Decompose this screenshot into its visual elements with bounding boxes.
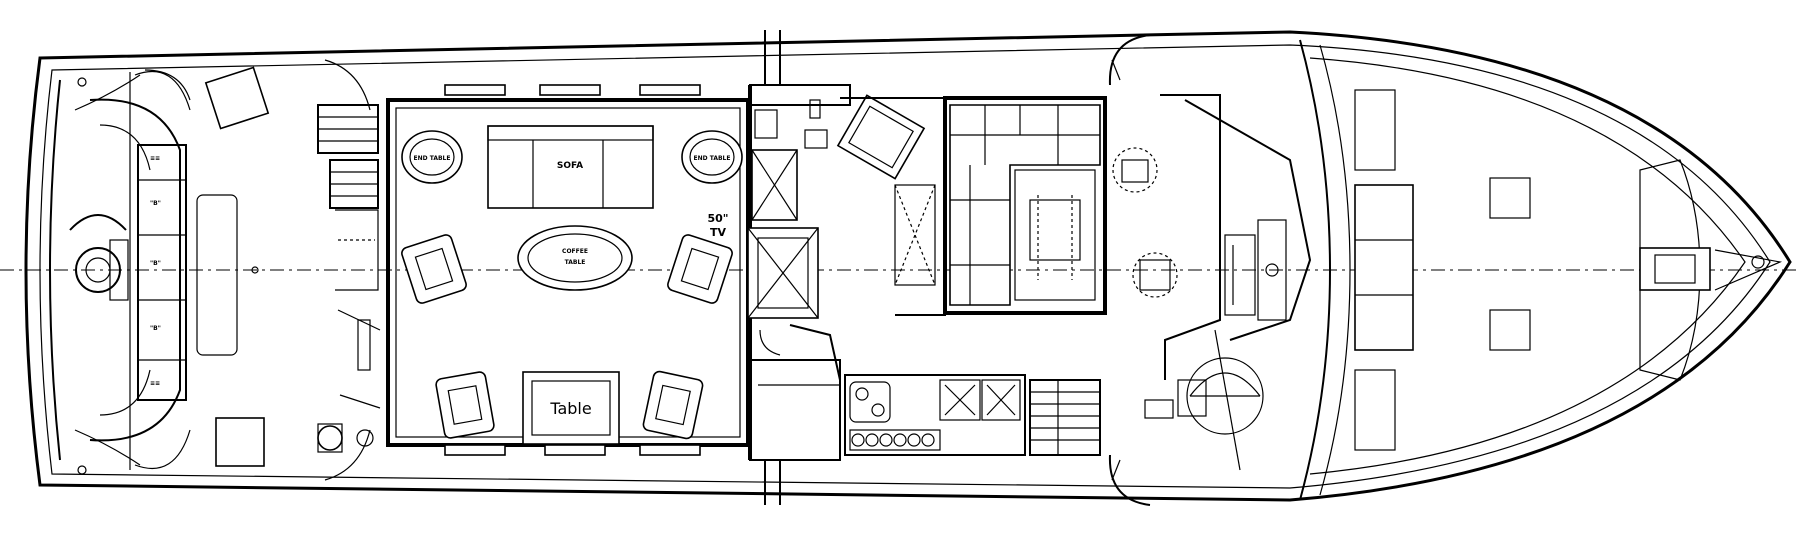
armchair-left-top [401, 234, 467, 304]
armchair-left-bottom [435, 371, 495, 439]
table: Table [522, 371, 620, 445]
helm-chair-2 [1132, 252, 1178, 298]
coffee-table: COFFEE TABLE [517, 225, 633, 291]
end-table-left-label: END TABLE [414, 155, 451, 162]
stern-area: ≡≡ "B" "B" "B" ≡≡ [49, 66, 270, 475]
tv-label: TV [710, 226, 727, 239]
mid-bulkhead [747, 30, 851, 505]
sofa-label: SOFA [557, 161, 583, 171]
dinette [943, 96, 1107, 315]
svg-text:"B": "B" [150, 200, 161, 207]
helm [1108, 34, 1312, 506]
table-label: Table [549, 399, 591, 418]
svg-text:"B": "B" [150, 260, 161, 267]
end-table-left: END TABLE [401, 130, 463, 184]
sofa: SOFA [487, 125, 654, 209]
tv-size-label: 50" [707, 212, 728, 225]
svg-text:≡≡: ≡≡ [150, 380, 160, 387]
hull-outline [24, 30, 1792, 502]
armchair-right-bottom [642, 370, 704, 440]
armchair-right-top [667, 234, 733, 304]
end-table-right-label: END TABLE [694, 155, 731, 162]
coffee-table-label-2: TABLE [565, 259, 586, 266]
svg-text:"B": "B" [150, 325, 161, 332]
helm-chair-1 [1112, 147, 1158, 193]
tv: 50" TV [707, 212, 728, 239]
aft-deck [317, 59, 381, 481]
end-table-right: END TABLE [681, 130, 743, 184]
svg-text:≡≡: ≡≡ [150, 155, 160, 162]
foredeck [1299, 39, 1783, 501]
coffee-table-label-1: COFFEE [562, 248, 588, 255]
salon: SOFA END TABLE END TABLE COFFEE TABLE 50… [386, 84, 750, 456]
